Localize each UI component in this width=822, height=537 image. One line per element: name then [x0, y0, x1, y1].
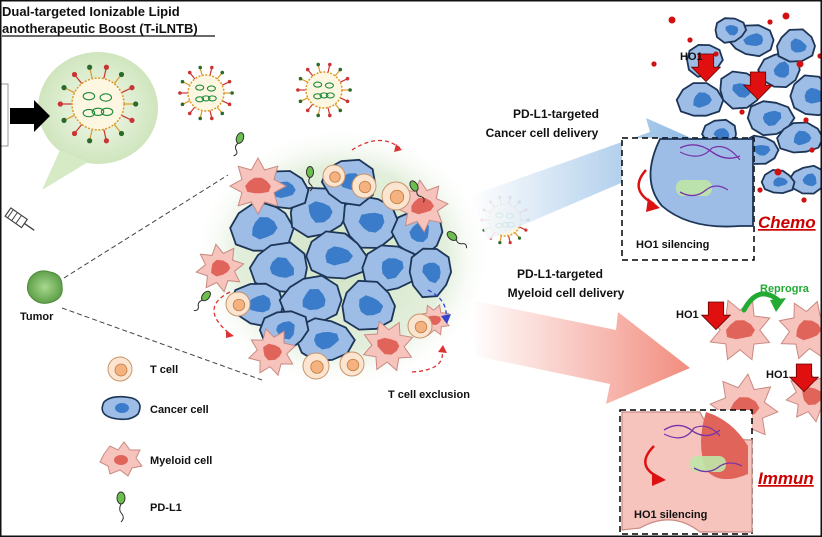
t-cell-exclusion-label: T cell exclusion: [388, 389, 470, 401]
t-cell: [407, 313, 433, 339]
reprogram-arrow-icon: [741, 291, 781, 313]
legend-label-t-cell: T cell: [150, 364, 178, 376]
myeloid-cell: [362, 320, 414, 372]
myeloid-cell: [195, 243, 245, 293]
zoom-line-bottom: [61, 307, 263, 381]
ho1-silencing-inset-top: [621, 137, 755, 261]
t-cell: [339, 351, 365, 377]
ho1-down-arrow-icon: [690, 53, 722, 83]
myeloid-delivery-label-2: Myeloid cell delivery: [508, 286, 625, 300]
cancer-cell: [361, 244, 423, 293]
ho1-down-arrow-icon: [700, 301, 732, 331]
pd-l1-icon: [409, 180, 425, 203]
t-cell: [381, 181, 411, 211]
drug-dot: [713, 51, 719, 57]
legend-myeloid-cell-icon: [99, 441, 143, 477]
cancer-delivery-label-2: Cancer cell delivery: [486, 126, 599, 140]
cancer-cell: [229, 202, 295, 252]
myeloid-delivery-label-1: PD-L1-targeted: [517, 267, 603, 281]
nanoparticle-icon: [178, 65, 234, 121]
cancer-cell: [408, 247, 453, 299]
chemo-label: Chemo: [758, 213, 816, 232]
cancer-cell: [248, 241, 308, 293]
ho1-label-mid-1: HO1: [676, 309, 699, 321]
drug-dot: [668, 16, 676, 24]
large-nanoparticle-icon: [57, 64, 139, 144]
nanoparticle-icon: [296, 62, 352, 118]
myeloid-cell: [247, 327, 297, 377]
legend-pd-l1-icon: [116, 491, 126, 523]
drug-dot: [757, 187, 763, 193]
t-cell: [302, 352, 330, 380]
syringe-icon: [4, 207, 35, 231]
drug-dot: [774, 168, 782, 176]
reprogram-label: Reprogra: [760, 283, 810, 295]
legend-t-cell-icon: [107, 356, 133, 382]
cancer-cell: [342, 195, 400, 249]
cancer-cell: [305, 230, 368, 280]
ho1-label-top: HO1: [680, 51, 703, 63]
pd-l1-icon: [446, 231, 468, 249]
drug-dot: [651, 61, 657, 67]
drug-dot: [739, 109, 745, 115]
large-nanoparticle-icon: [57, 64, 139, 144]
cancer-cell: [746, 100, 796, 137]
drug-dot: [767, 19, 773, 25]
drug-dot: [782, 12, 790, 20]
immuno-label: Immun: [758, 469, 814, 488]
title-line-2: anotherapeutic Boost (T-iLNTB): [2, 21, 198, 36]
ho1-down-arrow-icon: [788, 363, 820, 393]
cancer-cell: [278, 274, 343, 323]
black-arrow-icon: [10, 100, 50, 132]
tumor-icon: [26, 270, 63, 304]
cancer-cell: [714, 17, 748, 44]
myeloid-cell: [778, 300, 822, 360]
myeloid-cell-cluster: [700, 291, 822, 443]
drug-dot: [796, 60, 804, 68]
myeloid-delivery-arrow: [470, 300, 690, 404]
zoom-line-top: [63, 174, 229, 279]
legend-label-myeloid-cell: Myeloid cell: [150, 455, 212, 467]
t-cell: [322, 164, 346, 188]
cancer-cell: [675, 82, 725, 117]
input-box: [0, 83, 9, 147]
t-cell: [351, 173, 377, 199]
ho1-silencing-label-top: HO1 silencing: [636, 239, 709, 251]
myeloid-cell: [228, 156, 288, 216]
tumor-microenvironment-cells: [193, 132, 468, 380]
drug-dot: [801, 197, 807, 203]
legend-label-pd-l1: PD-L1: [150, 502, 182, 514]
legend-label-cancer-cell: Cancer cell: [150, 404, 209, 416]
drug-dot: [803, 117, 809, 123]
t-cell: [225, 291, 251, 317]
ho1-down-arrow-icon: [742, 71, 774, 101]
pd-l1-icon: [193, 290, 211, 312]
pd-l1-icon: [233, 132, 245, 157]
cancer-delivery-label-1: PD-L1-targeted: [513, 107, 599, 121]
legend-cancer-cell-icon: [101, 395, 141, 421]
cancer-cell: [295, 317, 356, 362]
cancer-cell: [787, 164, 822, 195]
drug-dot: [687, 37, 693, 43]
ho1-label-mid-2: HO1: [766, 369, 789, 381]
exclusion-arrow-blue: [427, 289, 447, 319]
cancer-cell: [776, 28, 816, 63]
tumor-label: Tumor: [20, 311, 54, 323]
pd-l1-icon: [306, 166, 314, 192]
legend: T cell Cancer cell Myeloid cell PD-L1: [99, 356, 212, 523]
title-line-1: Dual-targeted Ionizable Lipid: [2, 4, 180, 19]
cancer-cell: [760, 169, 796, 195]
ho1-silencing-inset-bottom: [619, 409, 753, 535]
drug-dot: [809, 147, 815, 153]
ho1-silencing-label-bottom: HO1 silencing: [634, 509, 707, 521]
